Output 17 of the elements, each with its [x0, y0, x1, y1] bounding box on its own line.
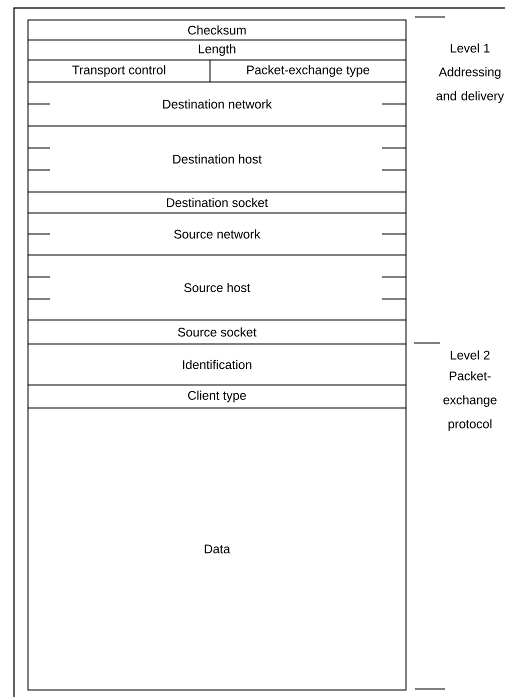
- field-box: Source network: [28, 212, 406, 256]
- field-box: Source socket: [28, 320, 406, 344]
- field-box: Destination host: [28, 126, 406, 192]
- level-label: Packet-exchange protocol: [443, 371, 497, 431]
- field-box: Source host: [28, 254, 406, 320]
- field-box: Packet-exchange type: [210, 60, 406, 82]
- field-box: Client type: [28, 384, 406, 408]
- field-box: Destination network: [28, 82, 406, 126]
- field-box: Data: [28, 408, 406, 690]
- level-label: Level 2: [450, 350, 490, 360]
- level-label: Level 1: [450, 43, 490, 53]
- field-box: Identification: [28, 344, 406, 386]
- field-box: Checksum: [28, 20, 406, 40]
- level-label: Addressing and delivery: [436, 67, 504, 103]
- field-box: Transport control: [28, 60, 210, 82]
- field-box: Destination socket: [28, 192, 406, 214]
- field-box: Length: [28, 40, 406, 60]
